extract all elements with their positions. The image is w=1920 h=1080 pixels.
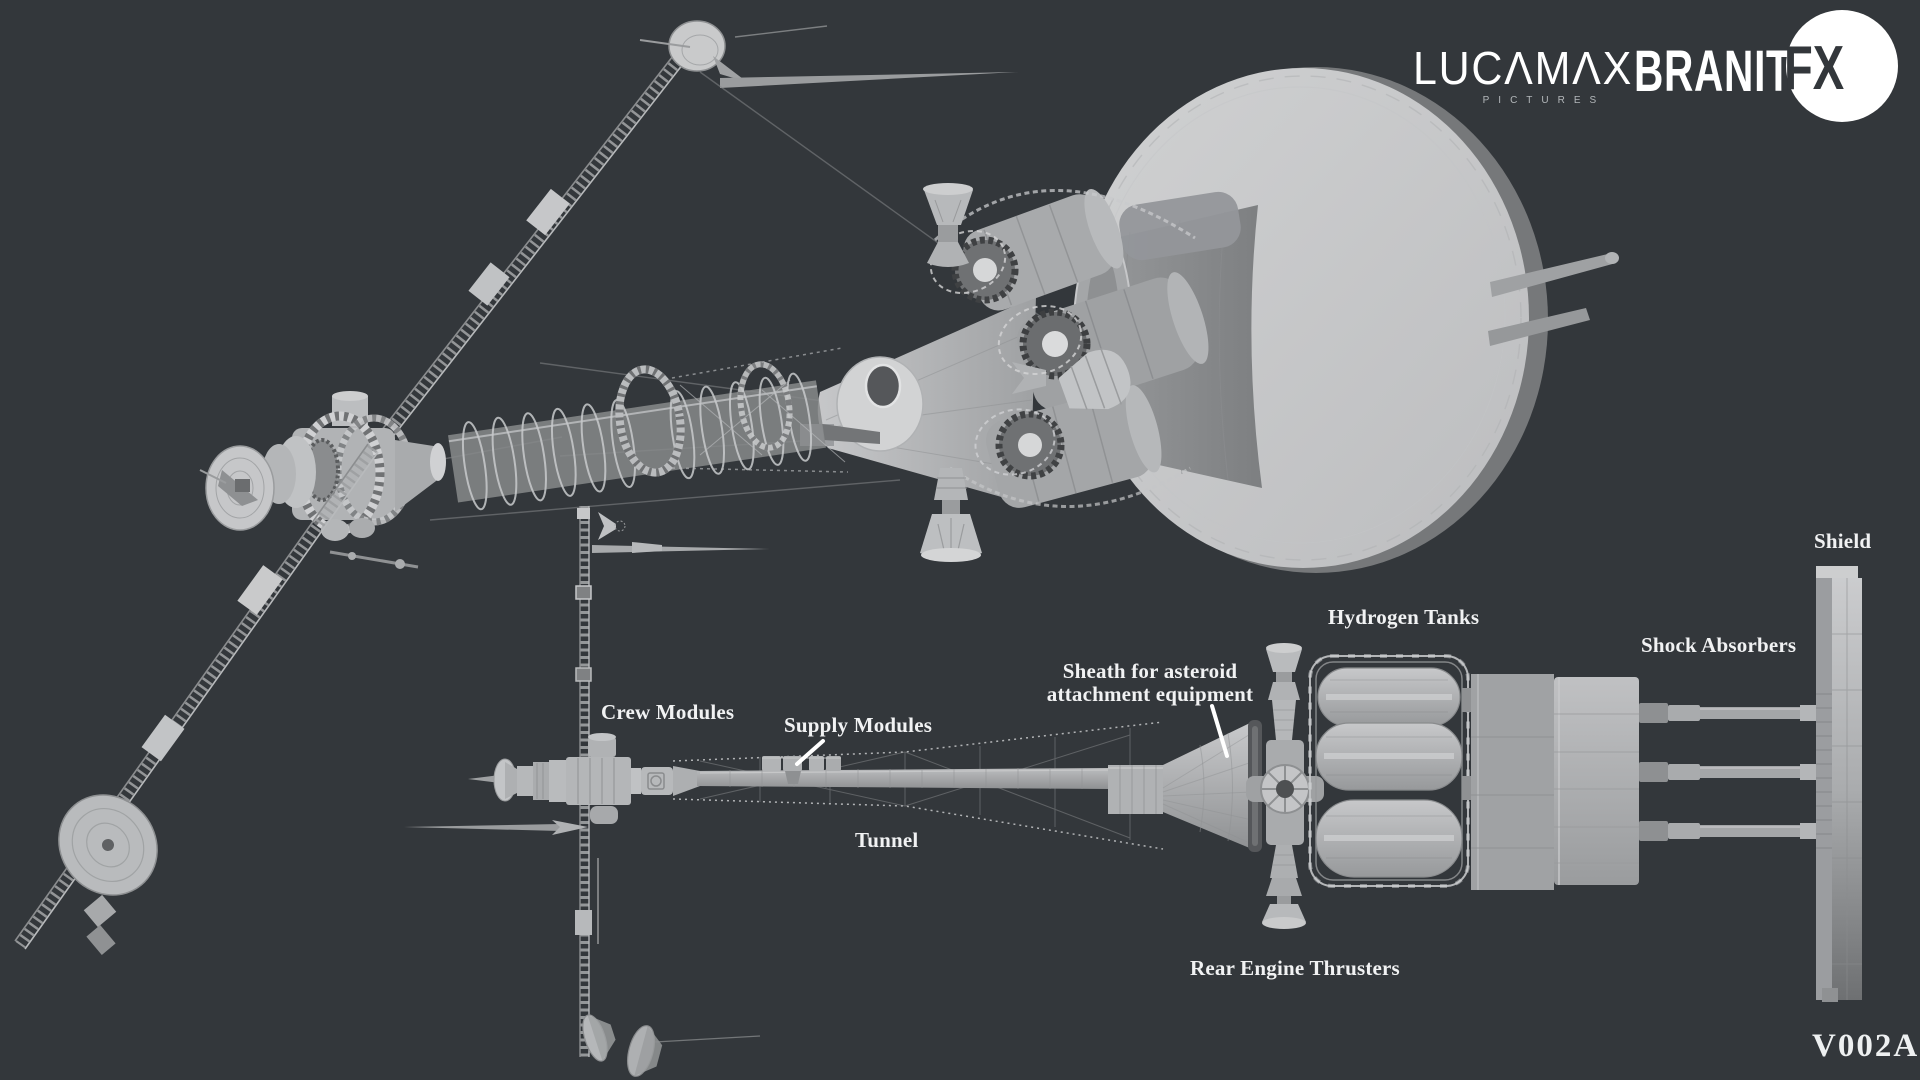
label-supply-modules: Supply Modules: [784, 713, 933, 737]
spine-gimbal-rings: [615, 361, 793, 477]
version-label: V002A: [1812, 1028, 1920, 1064]
side-mast: [575, 506, 770, 1077]
studio-logo-subtitle: PICTURES: [1482, 95, 1606, 106]
supply-modules-leader: [795, 739, 825, 766]
sheath-leader: [1210, 704, 1229, 758]
studio-logo: LUCΛMΛX PICTURES: [1413, 42, 1669, 106]
label-sheath-line1: Sheath for asteroid: [1062, 659, 1238, 683]
engine-pods: [929, 188, 1209, 508]
sheath-cone-side: [1108, 720, 1262, 852]
studio-logo-wordmark: LUCΛMΛX: [1413, 42, 1634, 94]
label-sheath: Sheath for asteroid attachment equipment: [1040, 660, 1260, 706]
upper-antenna-mast: [373, 20, 1018, 449]
label-tunnel: Tunnel: [855, 828, 919, 852]
lower-antenna-mast: [14, 443, 379, 955]
vfx-logo: BRANIT FX: [1634, 10, 1898, 128]
rcs-thruster-bottom: [920, 468, 982, 562]
disc-antenna-stubs: [1488, 252, 1619, 346]
shield-slab-side: [1816, 566, 1862, 1002]
label-shield: Shield: [1814, 529, 1872, 553]
hub-assembly: [199, 391, 446, 569]
perspective-view: [14, 20, 1619, 955]
label-shock-absorbers: Shock Absorbers: [1641, 633, 1797, 657]
engine-block-section: [1471, 674, 1639, 890]
lower-dish-antenna: [58, 794, 158, 896]
label-sheath-line2: attachment equipment: [1046, 682, 1254, 706]
label-crew-modules: Crew Modules: [601, 700, 735, 724]
label-rear-engine-thrusters: Rear Engine Thrusters: [1190, 956, 1400, 980]
vfx-logo-circle: [1786, 10, 1898, 122]
spine-cage-lines: [671, 347, 849, 473]
sheath-cone-perspective: [800, 296, 1036, 505]
hub-dish-antenna: [199, 445, 275, 531]
rcs-thruster-top: [923, 183, 973, 267]
hydrogen-tanks-group: [1308, 654, 1471, 888]
vfx-logo-right-text: FX: [1784, 34, 1845, 103]
rear-thruster-assembly: [1246, 643, 1324, 929]
label-hydrogen-tanks: Hydrogen Tanks: [1328, 605, 1480, 629]
top-dish-antenna: [639, 20, 1018, 88]
side-view: [404, 506, 1862, 1077]
annotation-leader-lines: [795, 704, 1229, 766]
vfx-logo-left-text: BRANIT: [1634, 39, 1792, 104]
shock-absorber-rods: [1639, 703, 1818, 841]
crew-modules-assembly: [404, 733, 700, 835]
